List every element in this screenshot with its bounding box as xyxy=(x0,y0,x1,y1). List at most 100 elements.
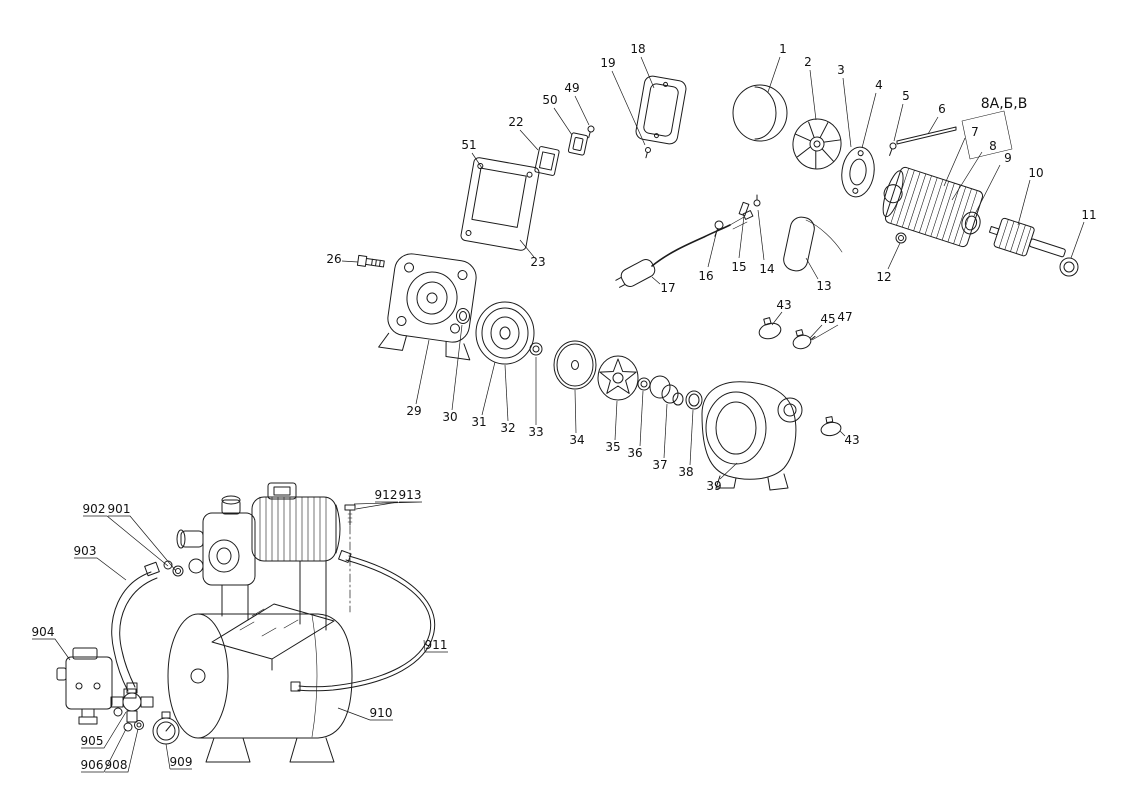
part-screw-19 xyxy=(644,147,652,158)
part-cover-plate xyxy=(635,75,687,145)
label-908: 908 xyxy=(105,758,128,772)
pressure-tank xyxy=(168,614,352,762)
label-902: 902 xyxy=(83,502,106,516)
part-control-board xyxy=(460,157,540,251)
leader-lines xyxy=(32,57,1084,772)
label-13: 13 xyxy=(816,279,831,293)
label-50: 50 xyxy=(542,93,557,107)
label-18: 18 xyxy=(630,42,645,56)
capacitor-wire xyxy=(806,220,842,252)
part-plate xyxy=(554,341,596,389)
label-901: 901 xyxy=(108,502,131,516)
part-clamp-43a xyxy=(756,316,783,341)
pressure-switch xyxy=(57,648,112,724)
label-906: 906 xyxy=(81,758,104,772)
part-nut-12 xyxy=(896,233,906,243)
label-36: 36 xyxy=(627,446,642,460)
label-39: 39 xyxy=(706,479,721,493)
label-43b: 43 xyxy=(844,433,859,447)
label-22: 22 xyxy=(508,115,523,129)
part-bearing-shield xyxy=(839,145,878,199)
part-capacitor xyxy=(782,215,817,273)
label-51: 51 xyxy=(461,138,476,152)
label-34: 34 xyxy=(569,433,584,447)
five-way-fitting xyxy=(111,683,153,722)
label-912: 912 xyxy=(375,488,398,502)
label-12: 12 xyxy=(876,270,891,284)
part-ring-9 xyxy=(959,210,982,236)
label-29: 29 xyxy=(406,404,421,418)
part-seal-ring xyxy=(457,309,470,324)
label-11: 11 xyxy=(1081,208,1096,222)
label-23: 23 xyxy=(530,255,545,269)
part-bolt-26 xyxy=(357,255,384,269)
label-32: 32 xyxy=(500,421,515,435)
label-31: 31 xyxy=(471,415,486,429)
label-17: 17 xyxy=(660,281,675,295)
label-26: 26 xyxy=(326,252,341,266)
label-43a: 43 xyxy=(776,298,791,312)
part-terminal-screw xyxy=(754,195,760,206)
label-35: 35 xyxy=(605,440,620,454)
label-904: 904 xyxy=(32,625,55,639)
part-fan xyxy=(789,115,845,173)
label-callout-8abv: 8А,Б,В xyxy=(981,96,1028,112)
label-19: 19 xyxy=(600,56,615,70)
label-2: 2 xyxy=(804,55,812,69)
part-stud-6 xyxy=(897,127,956,144)
suction-hose xyxy=(112,562,160,698)
part-clamp-45-47 xyxy=(790,327,817,351)
part-switch-button xyxy=(568,133,588,156)
part-spacer xyxy=(530,343,542,355)
part-bushing xyxy=(638,378,650,390)
part-rotor xyxy=(986,215,1069,268)
flex-hose xyxy=(291,551,435,691)
part-screw-49 xyxy=(586,125,595,138)
label-913: 913 xyxy=(399,488,422,502)
label-8: 8 xyxy=(989,139,997,153)
drawing xyxy=(57,75,1078,762)
label-910: 910 xyxy=(370,706,393,720)
label-33: 33 xyxy=(528,425,543,439)
label-3: 3 xyxy=(837,63,845,77)
assembled-pump-head xyxy=(177,496,255,585)
label-49: 49 xyxy=(564,81,579,95)
label-9: 9 xyxy=(1004,151,1012,165)
part-motor-flange xyxy=(379,251,484,360)
part-bearing xyxy=(1060,258,1078,276)
label-6: 6 xyxy=(938,102,946,116)
label-5: 5 xyxy=(902,89,910,103)
part-clamp-43b xyxy=(819,415,842,437)
part-plug-906 xyxy=(124,723,132,731)
part-labels: 1 2 3 4 5 6 7 8 8А,Б,В 9 10 11 12 13 14 … xyxy=(32,42,1097,772)
label-4: 4 xyxy=(875,78,883,92)
label-16: 16 xyxy=(698,269,713,283)
part-pump-body xyxy=(702,382,802,490)
label-903: 903 xyxy=(74,544,97,558)
part-nut-908 xyxy=(135,721,144,730)
label-1: 1 xyxy=(779,42,787,56)
part-switch xyxy=(535,146,560,176)
label-905: 905 xyxy=(81,734,104,748)
part-disc xyxy=(476,302,534,364)
label-909: 909 xyxy=(170,755,193,769)
assembled-pump-station xyxy=(57,483,435,762)
part-screw-5 xyxy=(887,142,897,156)
label-911: 911 xyxy=(425,638,448,652)
pump-supports xyxy=(222,561,326,630)
assembled-motor xyxy=(252,483,340,561)
part-power-cord xyxy=(613,211,752,292)
part-fitting-901 xyxy=(173,566,183,576)
part-rear-cover xyxy=(733,85,787,141)
label-10: 10 xyxy=(1028,166,1043,180)
part-oring xyxy=(686,391,702,409)
label-15: 15 xyxy=(731,260,746,274)
part-terminal xyxy=(739,202,749,215)
callout-box xyxy=(962,111,1012,159)
part-stator xyxy=(876,163,984,248)
label-45: 45 xyxy=(820,312,835,326)
label-14: 14 xyxy=(759,262,774,276)
label-47: 47 xyxy=(837,310,852,324)
